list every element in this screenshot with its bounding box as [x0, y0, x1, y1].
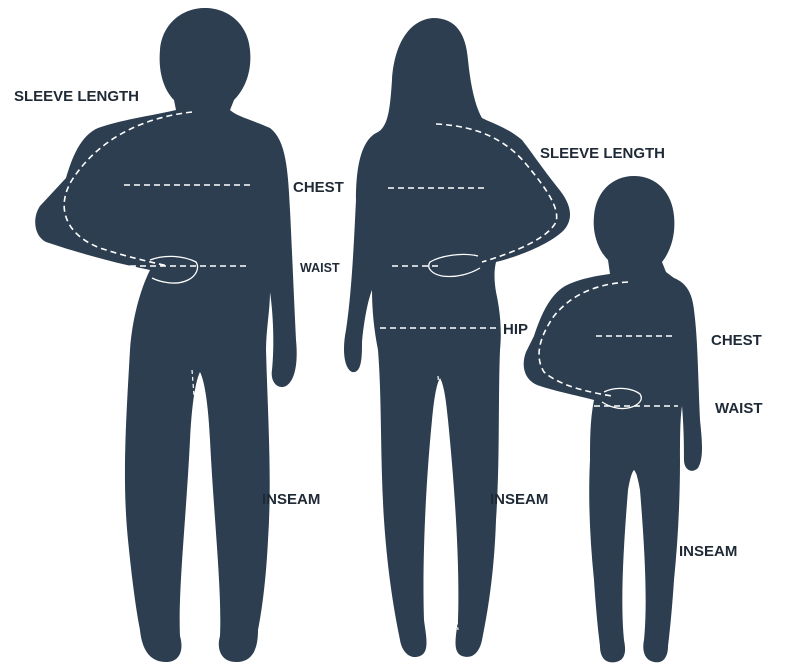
man-silhouette	[35, 8, 296, 662]
child-chest-label: CHEST	[711, 332, 762, 349]
child-silhouette	[524, 176, 702, 662]
woman-inseam-label: INSEAM	[490, 491, 548, 508]
man-inseam-measure-line	[192, 370, 210, 632]
man-figure	[35, 8, 296, 662]
man-inseam-label: INSEAM	[262, 491, 320, 508]
child-inseam-label: INSEAM	[679, 543, 737, 560]
man-chest-label: CHEST	[293, 179, 344, 196]
woman-sleeve-length-label: SLEEVE LENGTH	[540, 145, 665, 162]
child-inseam-measure-line	[636, 474, 640, 656]
child-waist-label: WAIST	[715, 400, 763, 417]
child-figure	[524, 176, 702, 662]
man-sleeve-length-label: SLEEVE LENGTH	[14, 88, 139, 105]
woman-hip-label: HIP	[503, 321, 528, 338]
man-waist-label: WAIST	[300, 261, 340, 275]
